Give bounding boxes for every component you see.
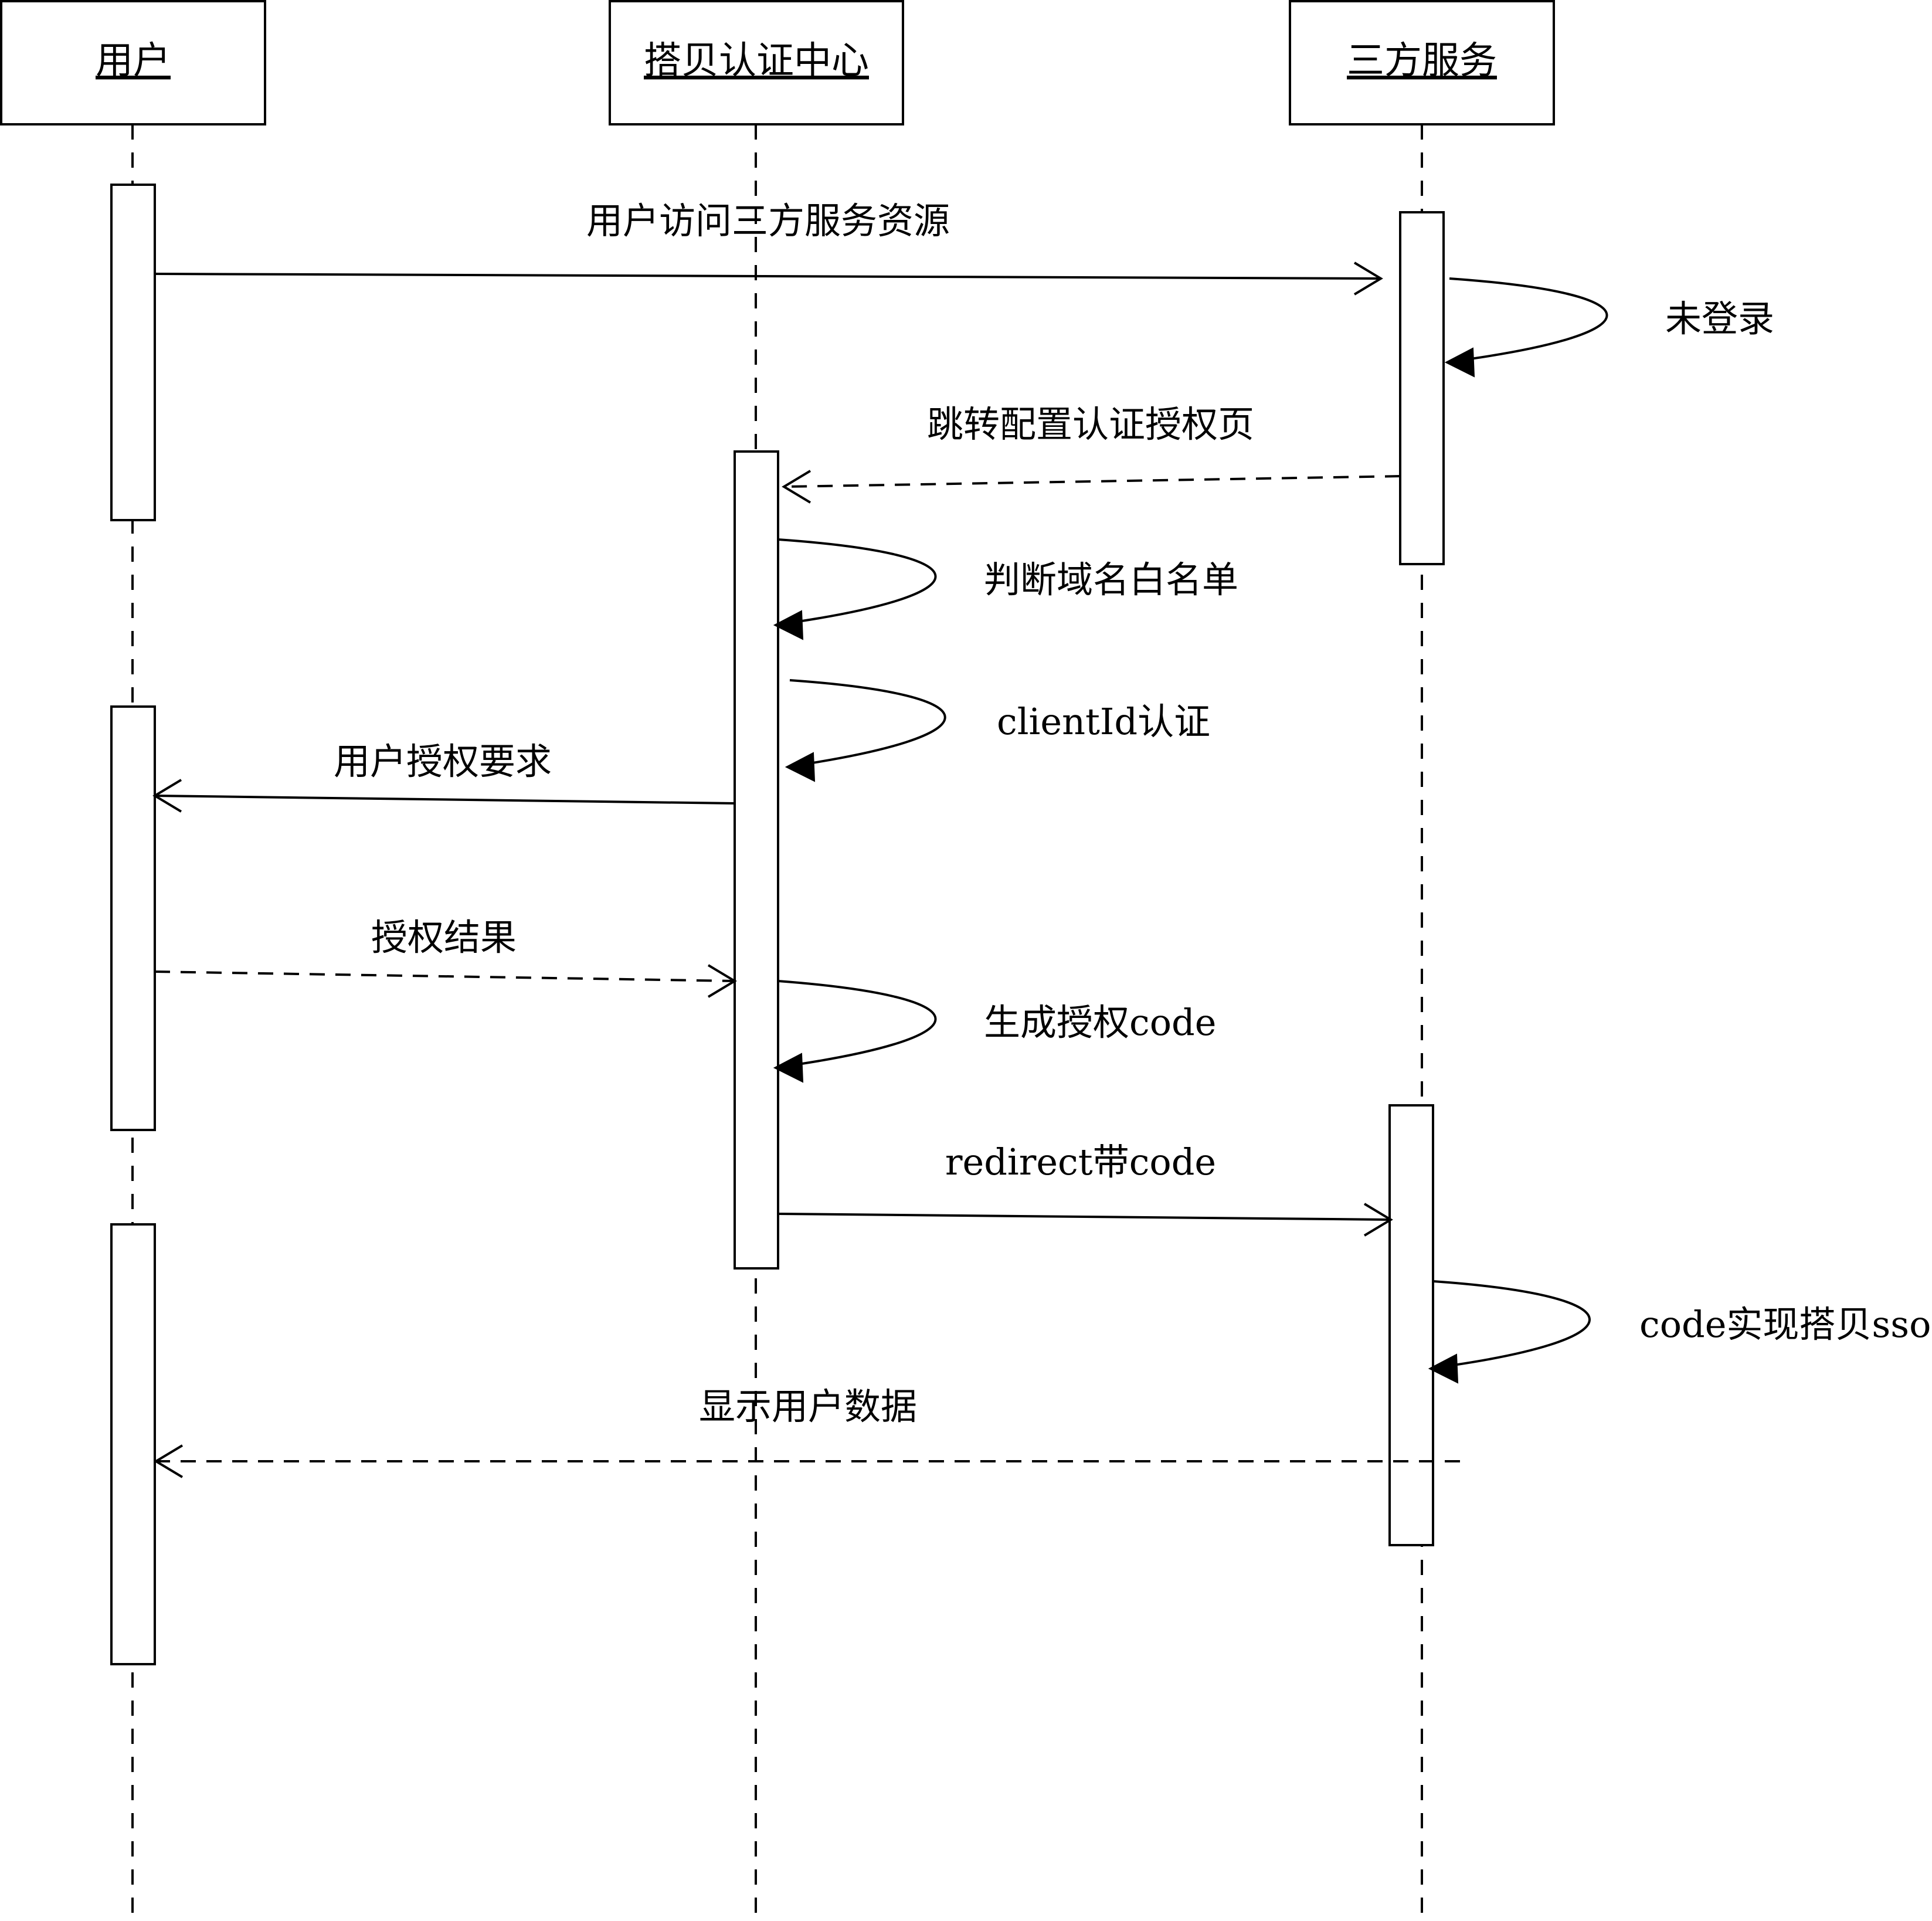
message-redirect-with-code: redirect带code (777, 1141, 1393, 1237)
message-label: 显示用户数据 (699, 1385, 917, 1428)
message-auth-result: 授权结果 (154, 916, 737, 998)
actor-auth-center-label: 搭贝认证中心 (644, 39, 869, 83)
actor-third-party: 三方服务 (1289, 0, 1555, 125)
self-message-check-domain-whitelist: 判断域名白名单 (773, 538, 1238, 640)
message-redirect-auth-page: 跳转配置认证授权页 (782, 403, 1401, 504)
actor-third-party-label: 三方服务 (1347, 39, 1497, 83)
actor-user: 用户 (0, 0, 266, 125)
message-label: 未登录 (1665, 297, 1774, 340)
message-show-user-data: 显示用户数据 (154, 1385, 1460, 1478)
message-label: 用户授权要求 (334, 740, 552, 783)
self-message-not-logged-in: 未登录 (1444, 277, 1774, 378)
message-label: clientId认证 (997, 700, 1210, 743)
message-label: 判断域名白名单 (984, 558, 1238, 601)
activation-user-1 (110, 184, 156, 521)
message-label: 跳转配置认证授权页 (927, 403, 1254, 446)
message-label: redirect带code (945, 1141, 1216, 1183)
message-label: code实现搭贝sso (1639, 1303, 1931, 1346)
activation-user-2 (110, 705, 156, 1131)
message-label: 授权结果 (371, 916, 517, 959)
self-message-client-id-auth: clientId认证 (785, 679, 1210, 782)
activation-third-party-1 (1399, 211, 1445, 565)
activation-user-3 (110, 1223, 156, 1665)
activation-auth-center (734, 450, 779, 1270)
message-user-auth-request: 用户授权要求 (152, 740, 735, 813)
actor-user-label: 用户 (96, 39, 171, 83)
activation-third-party-2 (1388, 1104, 1434, 1546)
actor-auth-center: 搭贝认证中心 (609, 0, 904, 125)
self-message-code-sso: code实现搭贝sso (1428, 1280, 1931, 1384)
self-message-generate-auth-code: 生成授权code (773, 980, 1216, 1083)
message-label: 用户访问三方服务资源 (586, 199, 950, 242)
message-user-access-resource: 用户访问三方服务资源 (154, 199, 1383, 296)
message-label: 生成授权code (984, 1001, 1216, 1044)
